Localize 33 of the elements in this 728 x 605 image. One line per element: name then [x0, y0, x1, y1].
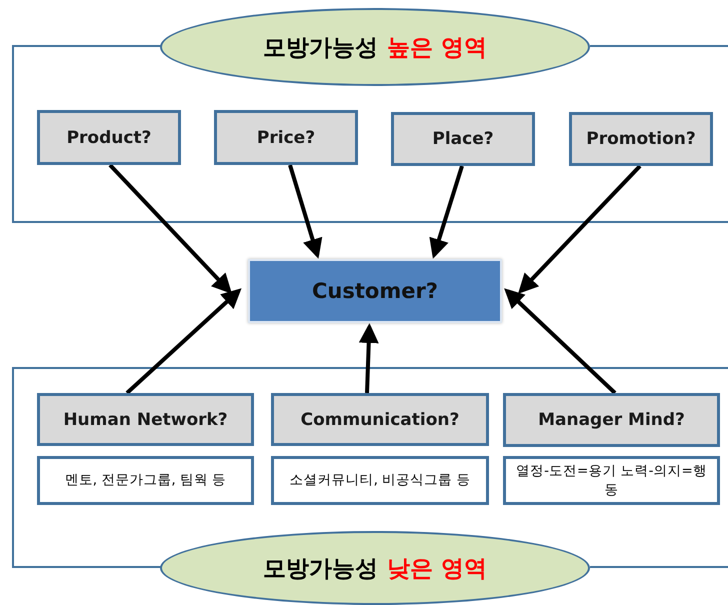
factor-box: [569, 112, 713, 166]
node-label: 멘토, 전문가그룹, 팀웍 등: [64, 471, 226, 490]
region-level: 낮은 영역: [386, 554, 487, 584]
node-label: Human Network?: [63, 410, 228, 430]
arrow: [429, 165, 464, 259]
factor-box: [37, 110, 181, 165]
arrow: [504, 288, 616, 394]
description-box: [271, 456, 489, 505]
node-label: Place?: [432, 129, 494, 149]
node-label: Product?: [66, 128, 152, 148]
region-title: 모방가능성: [262, 554, 378, 584]
customer-box: [248, 259, 502, 323]
arrow: [288, 164, 322, 259]
arrow: [358, 323, 379, 394]
arrow: [108, 164, 232, 294]
factor-box: [503, 393, 720, 447]
node-label: 열정-도전=용기 노력-의지=행동: [515, 462, 708, 499]
node-label: 소셜커뮤니티, 비공식그룹 등: [290, 471, 470, 490]
node-label: Communication?: [300, 410, 460, 430]
node-label: Price?: [256, 128, 316, 148]
factor-box: [37, 393, 254, 446]
arrow: [518, 164, 642, 294]
factor-box: [271, 393, 489, 446]
factor-box: [214, 110, 358, 165]
region-level: 높은 영역: [386, 34, 487, 62]
factor-box: [391, 112, 535, 166]
node-label: Customer?: [312, 279, 438, 303]
arrow: [126, 288, 242, 394]
description-box: [503, 456, 720, 505]
description-box: [37, 456, 254, 505]
node-label: Manager Mind?: [538, 410, 685, 430]
node-label: Promotion?: [586, 129, 696, 149]
region-title: 모방가능성: [262, 34, 378, 62]
